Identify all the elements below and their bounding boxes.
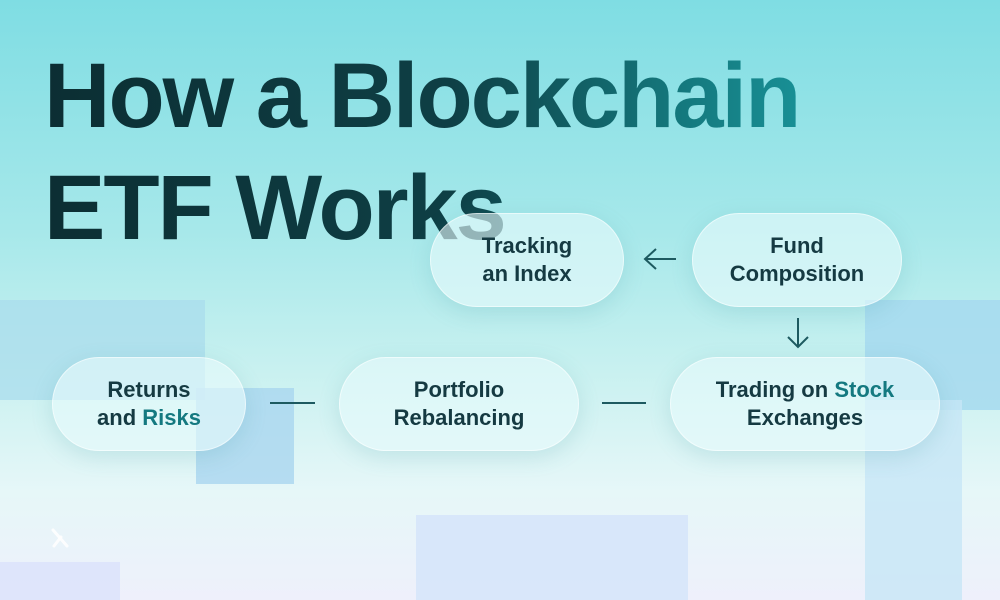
bg-block-bottom-center (416, 515, 688, 600)
node-tracking-line-2: an Index (482, 261, 572, 286)
node-trading-line-1-b: Stock (834, 377, 895, 402)
node-portfolio-line-1: Portfolio (413, 377, 505, 402)
arrow-left-icon (642, 246, 678, 272)
node-fund-line-1: Fund (770, 233, 824, 258)
node-fund-line-2: Composition (729, 261, 865, 286)
node-returns-and-risks: Returns and Risks (52, 357, 246, 451)
node-portfolio-rebalancing: Portfolio Rebalancing (339, 357, 579, 451)
node-portfolio-line-2: Rebalancing (393, 405, 525, 430)
connector-portfolio-returns (270, 402, 315, 404)
node-trading-line-1: Trading on Stock (716, 376, 894, 404)
node-trading-line-1-a: Trading on (715, 377, 835, 402)
node-tracking-an-index: Tracking an Index (430, 213, 624, 307)
node-trading-on-stock-exchanges: Trading on Stock Exchanges (670, 357, 940, 451)
node-fund-composition: Fund Composition (692, 213, 902, 307)
brand-x-icon (50, 528, 70, 553)
node-tracking-line-1: Tracking (481, 233, 573, 258)
node-returns-line-2-b: Risks (142, 405, 201, 430)
title-line-1: How a Blockchain (44, 45, 800, 147)
node-returns-line-1: Returns (107, 377, 191, 402)
connector-trading-portfolio (602, 402, 646, 404)
node-trading-line-2: Exchanges (746, 405, 864, 430)
node-returns-line-2: and Risks (97, 404, 201, 432)
bg-block-bottom-left (0, 562, 120, 600)
arrow-down-icon (785, 316, 811, 350)
node-returns-line-2-a: and (97, 405, 143, 430)
